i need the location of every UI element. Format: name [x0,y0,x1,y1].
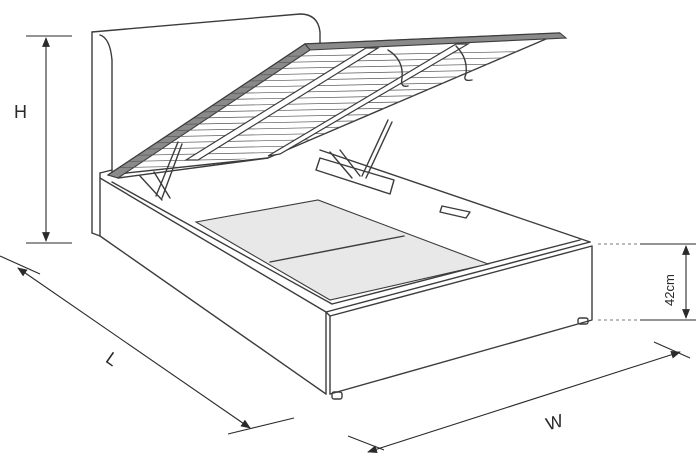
headboard [91,13,321,237]
height-label: H [14,102,27,122]
foot-front-left [331,391,343,400]
storage-height-dimension [598,243,696,321]
foot-front-right [577,317,589,325]
gas-strut-bracket-right [315,119,395,195]
width-dimension [347,341,691,454]
length-dimension [0,255,295,435]
storage-height-label: 42cm [662,274,677,306]
length-label: L [102,348,122,370]
lifted-slatted-base [106,32,568,179]
width-label: W [544,410,566,434]
storage-floor [194,199,490,301]
bed-frame [99,149,593,400]
lift-handle [439,205,471,219]
gas-strut-left [139,141,183,201]
height-dimension [26,35,72,244]
